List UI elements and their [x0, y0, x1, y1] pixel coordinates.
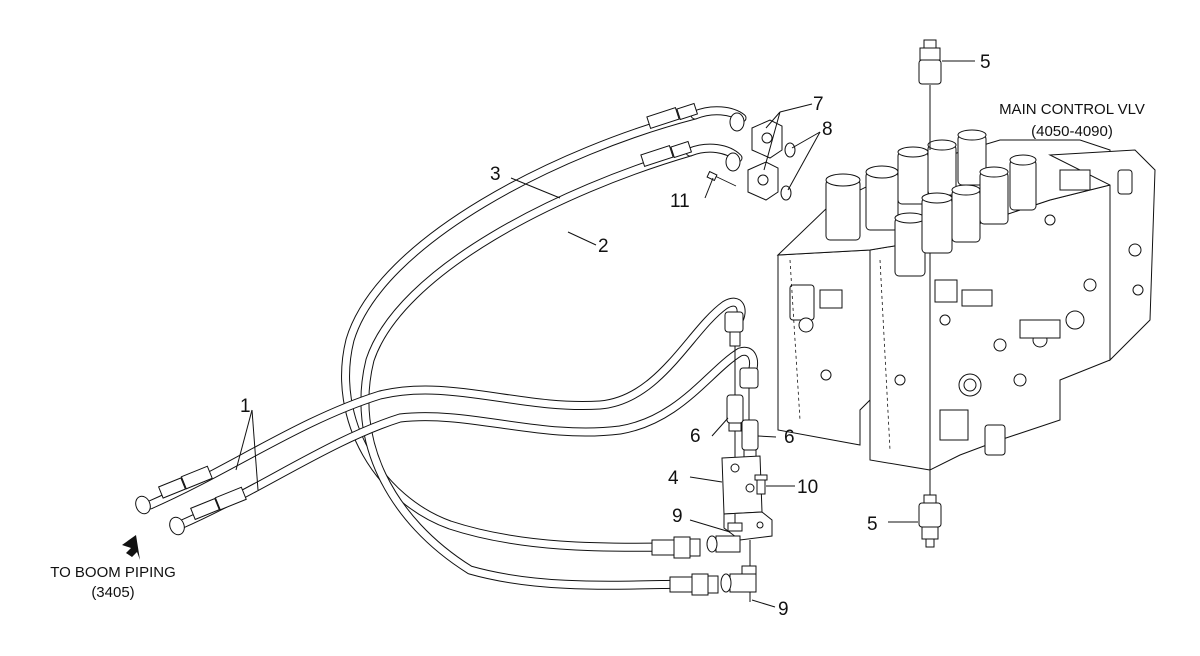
caption-main-control-valve: MAIN CONTROL VLV — [999, 101, 1145, 118]
elbow-9-lower — [720, 540, 757, 602]
hose-3-lower-fitting — [651, 536, 701, 559]
elbow-9-upper — [706, 514, 743, 553]
bolt-10 — [754, 474, 768, 495]
hose-3 — [341, 106, 747, 552]
caption-to-boom-piping-ref: (3405) — [91, 584, 134, 601]
callout-11: 11 — [670, 191, 690, 212]
hose-1-lower — [175, 346, 758, 530]
callout-6-right: 6 — [784, 427, 795, 448]
caption-to-boom-piping: TO BOOM PIPING — [50, 564, 176, 581]
hose-1-boom-fittings — [135, 465, 247, 536]
callout-2: 2 — [598, 236, 609, 257]
adapter-6-left — [724, 311, 744, 460]
hose-3-end-fitting — [646, 102, 699, 129]
callout-10: 10 — [797, 477, 818, 498]
callout-4: 4 — [668, 468, 679, 489]
arrow-down-left-icon — [122, 535, 140, 560]
callout-1: 1 — [240, 396, 251, 417]
block-4 — [721, 455, 773, 541]
leader-lines — [235, 60, 975, 608]
callout-9-upper: 9 — [672, 506, 683, 527]
bolt-11 — [706, 170, 737, 187]
main-control-valve — [776, 129, 1156, 471]
hose-2-end-fitting — [640, 140, 693, 167]
fitting-5-top — [918, 39, 942, 150]
hose-1-upper — [145, 297, 746, 510]
adapter-6-right — [739, 367, 759, 476]
callout-5-bottom: 5 — [867, 514, 878, 535]
callout-3: 3 — [490, 164, 501, 185]
fitting-5-bottom — [918, 455, 942, 548]
hose-2-lower-fitting — [669, 573, 719, 596]
flange-upper — [729, 112, 796, 159]
callout-9-lower: 9 — [778, 599, 789, 620]
callout-6-left: 6 — [690, 426, 701, 447]
hose-2 — [360, 143, 743, 590]
callout-7: 7 — [813, 94, 824, 115]
callout-8: 8 — [822, 119, 833, 140]
callout-5-top: 5 — [980, 52, 991, 73]
caption-main-control-valve-ref: (4050-4090) — [1031, 123, 1113, 140]
flange-lower — [725, 152, 792, 201]
